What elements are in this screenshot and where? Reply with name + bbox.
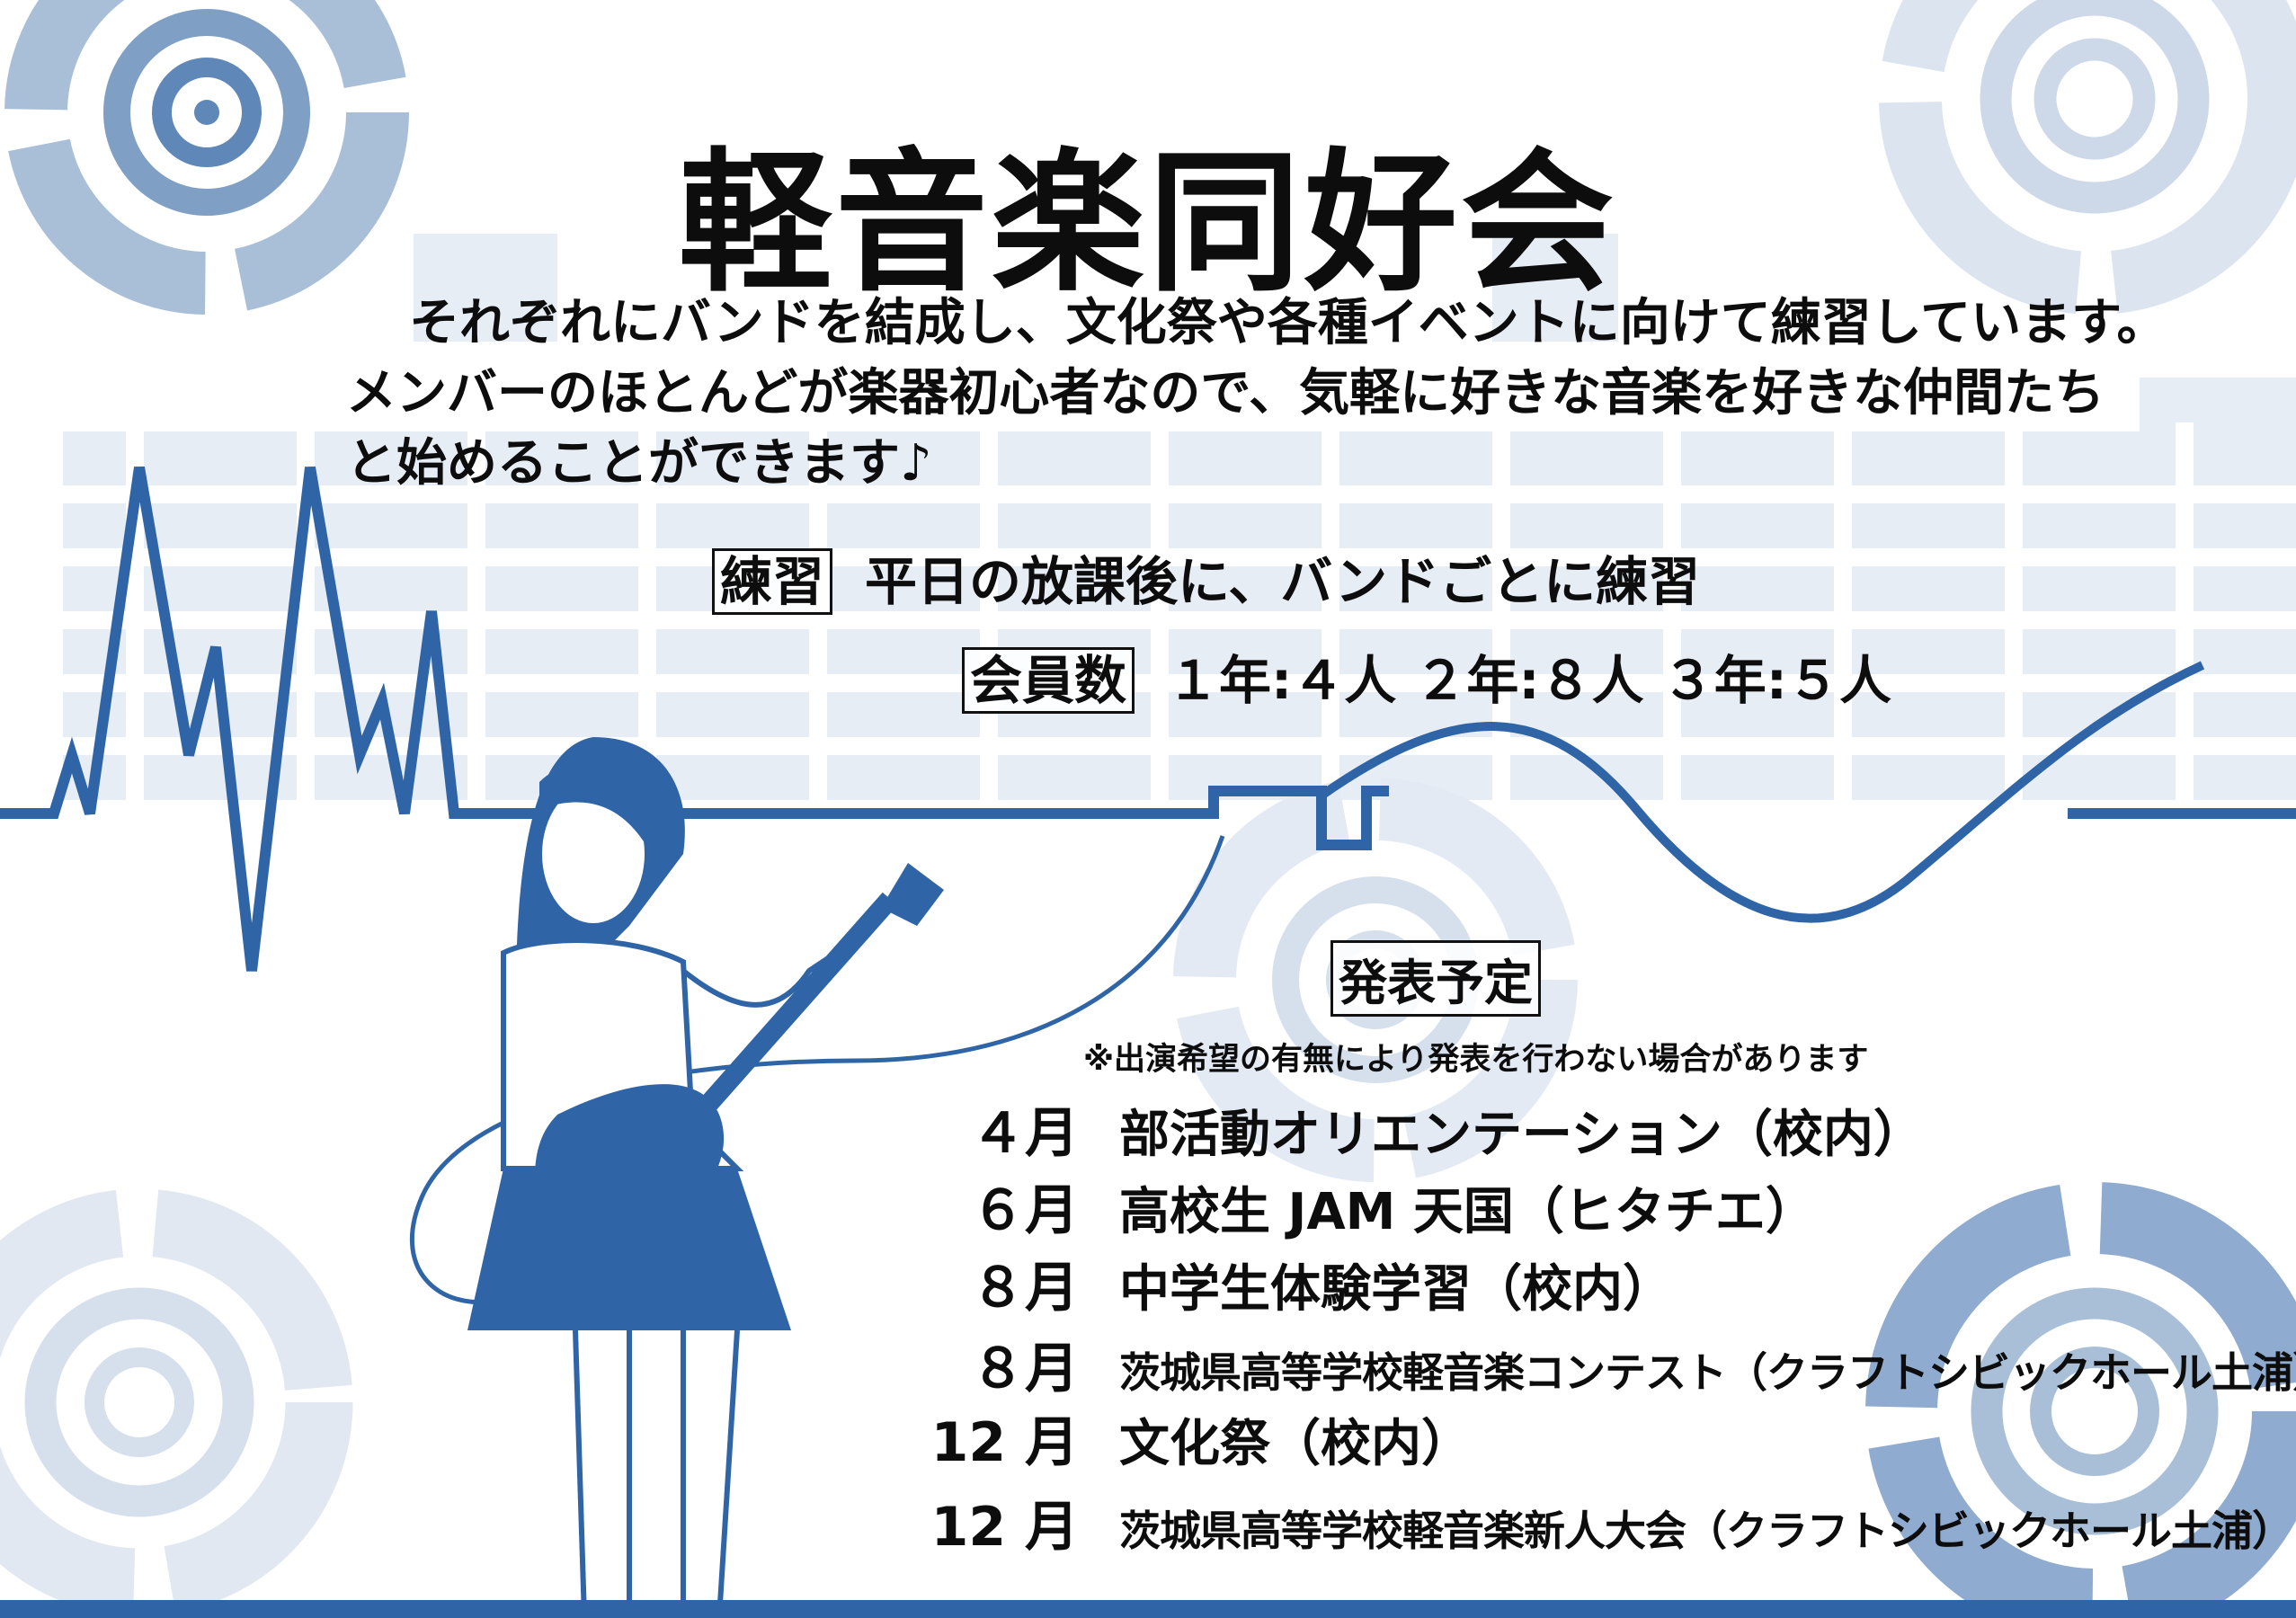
schedule-event: 茨城県高等学校軽音楽新人大会（クラフトシビックホール土浦） [1119,1507,2293,1555]
practice-label: 練習 [712,548,833,615]
schedule-item: ６月高校生 JAM 天国（ヒタチエ） [917,1167,1816,1245]
page-title: 軽音楽同好会 [678,135,1617,313]
schedule-item: 12 月茨城県高等学校軽音楽新人大会（クラフトシビックホール土浦） [917,1483,2293,1561]
ring-bottom-left [0,1188,353,1616]
guitarist-illustration [467,737,944,1618]
schedule-month: ８月 [971,1338,1079,1400]
schedule-event: 高校生 JAM 天国（ヒタチエ） [1119,1183,1816,1241]
schedule-event: 中学生体験学習（校内） [1119,1260,1673,1319]
schedule-event: 部活動オリエンテーション（校内） [1119,1106,1924,1164]
sine-wave [1319,661,2205,923]
schedule-month: 12 月 [930,1411,1079,1474]
schedule-event: 文化祭（校内） [1119,1415,1472,1473]
intro-line-2: メンバーのほとんどが楽器初心者なので、気軽に好きな音楽を好きな仲間たち [346,364,2105,422]
heartbeat-line [0,466,1389,972]
schedule-event: 茨城県高等学校軽音楽コンテスト（クラフトシビックホール土浦） [1119,1348,2296,1397]
practice-value: 平日の放課後に、バンドごとに練習 [865,551,1701,612]
schedule-item: ８月茨城県高等学校軽音楽コンテスト（クラフトシビックホール土浦） [917,1325,2296,1403]
schedule-note: ※出演希望の有無により発表を行わない場合があります [1083,1042,1869,1078]
schedule-month: ４月 [971,1102,1079,1165]
schedule-month: ８月 [971,1257,1079,1320]
ring-bottom-right [1865,1182,2296,1618]
bottom-stripe [0,1600,2296,1618]
schedule-item: ８月中学生体験学習（校内） [917,1244,1673,1322]
schedule-title: 発表予定 [1330,940,1541,1017]
schedule-item: 12 月文化祭（校内） [917,1399,1472,1477]
members-value: １年:４人 ２年:８人 ３年:５人 [1167,650,1891,711]
ring-top-left [4,0,409,315]
intro-line-3: と始めることができます♪ [346,434,932,493]
schedule-month: ６月 [971,1179,1079,1242]
schedule-item: ４月部活動オリエンテーション（校内） [917,1089,1924,1168]
intro-line-1: それぞれにバンドを結成し、文化祭や各種イベントに向けて練習しています。 [409,294,2167,352]
schedule-month: 12 月 [930,1496,1079,1559]
members-row: 会員数 １年:４人 ２年:８人 ３年:５人 [962,638,1891,714]
practice-row: 練習平日の放課後に、バンドごとに練習 [712,539,1700,615]
members-label: 会員数 [962,647,1135,714]
ring-top-right [1879,0,2296,315]
